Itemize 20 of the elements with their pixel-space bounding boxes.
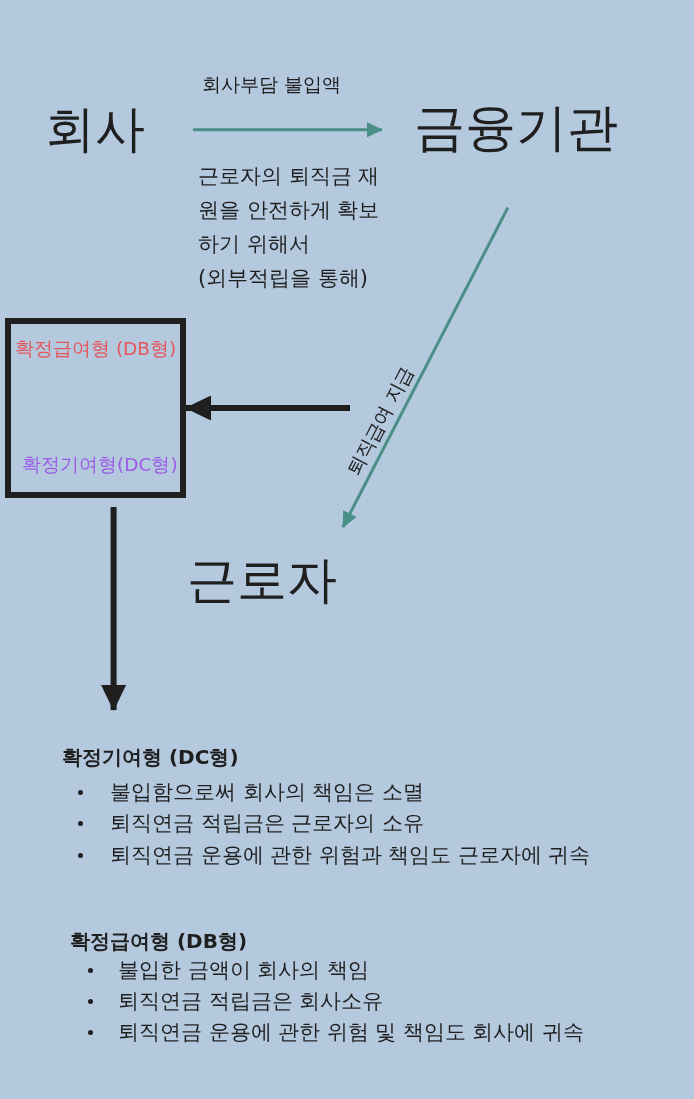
arrow	[101, 507, 127, 711]
bullet-text: 불입함으로써 회사의 책임은 소멸	[110, 778, 424, 806]
plan-type-label: 확정급여형 (DB형)	[15, 338, 177, 361]
bullet-text: 퇴직연금 적립금은 회사소유	[118, 987, 384, 1015]
section-heading: 확정기여형 (DC형)	[62, 744, 239, 771]
note-text: 근로자의 퇴직금 재원을 안전하게 확보하기 위해서	[198, 163, 381, 258]
bullet-text: 퇴직연금 운용에 관한 위험 및 책임도 회사에 귀속	[118, 1018, 584, 1046]
arrow	[341, 206, 510, 528]
plan-type-label: 확정기여형(DC형)	[22, 454, 178, 477]
node-label: 금융기관	[414, 99, 618, 158]
arrow	[185, 395, 350, 421]
section-heading: 확정급여형 (DB형)	[70, 927, 248, 955]
outlined-panel	[5, 318, 186, 498]
arrow	[193, 122, 383, 138]
bullet-text: 불입한 금액이 회사의 책임	[118, 956, 369, 984]
note-text: (외부적립을 통해)	[198, 265, 370, 292]
node-label: 회사	[45, 101, 145, 159]
bullet-text: 퇴직연금 운용에 관한 위험과 책임도 근로자에 귀속	[110, 841, 591, 869]
node-label: 근로자	[187, 552, 337, 610]
bullet-text: 퇴직연금 적립금은 근로자의 소유	[110, 810, 424, 837]
